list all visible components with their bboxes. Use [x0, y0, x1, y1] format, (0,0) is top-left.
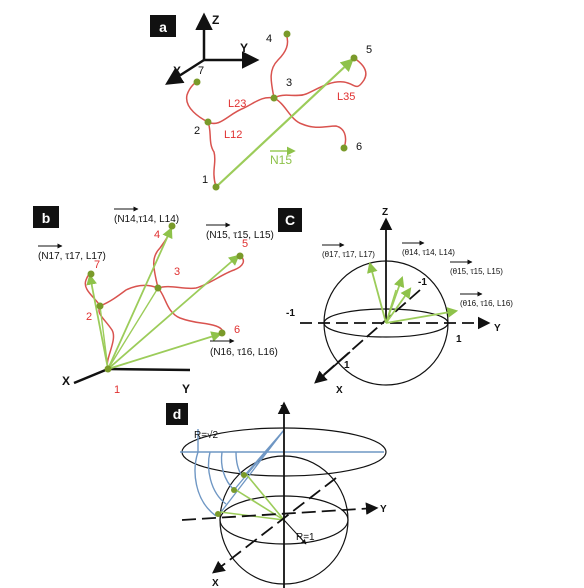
panel-c-v15-label: (θ15, τ15, L15): [450, 267, 503, 276]
panel-a-segment-l35: L35: [337, 91, 355, 103]
panel-a-x-axis: [165, 58, 205, 85]
panel-a-label-box: [150, 15, 176, 37]
panel-b-label-box: [33, 206, 59, 228]
panel-c-vector-13: [385, 289, 397, 324]
panel-c-v17-label: (θ17, τ17, L17): [322, 250, 375, 259]
panel-b-node-4: [168, 222, 176, 230]
panel-b-vector-17: [86, 273, 109, 370]
panel-b-vector-14: [107, 227, 173, 370]
panel-a-node-1-label: 1: [202, 174, 208, 186]
panel-a-node-6: [340, 144, 348, 152]
panel-c-label-box: [278, 208, 302, 232]
panel-a-vector-n15: [215, 58, 354, 188]
panel-a-label: a: [159, 19, 167, 35]
panel-b-x-axis: [73, 367, 109, 385]
panel-d-blue-arc-1: [194, 451, 217, 517]
panel-d-node-2: [231, 487, 237, 493]
panel-c-v14-label: (θ14, τ14, L14): [402, 248, 455, 257]
panel-d: d Z Y X R=√2 R=1: [166, 401, 387, 588]
panel-a-y-label: Y: [240, 41, 248, 55]
panel-c-vector-15: [385, 287, 412, 324]
panel-c-x-axis-dashed: [319, 289, 421, 379]
panel-a-z-label: Z: [212, 13, 219, 27]
panel-c-tick-pos-y: 1: [456, 334, 462, 345]
panel-d-y-label: Y: [380, 504, 387, 515]
panel-b: b X Y 1 2 3 4 5 6 7 (N14,τ14, L14): [33, 206, 278, 396]
panel-a-node-4-label: 4: [266, 33, 272, 45]
panel-a: a Z Y X N15 1 2 3 4 5 6 7 L12 L23 L35: [150, 12, 372, 191]
panel-b-node-6: [218, 329, 226, 337]
panel-b-node-5-label: 5: [242, 238, 248, 250]
panel-d-x-axis: [212, 477, 337, 574]
panel-c-tick-neg-x: -1: [286, 308, 295, 319]
panel-b-node-3-label: 3: [174, 266, 180, 278]
panel-b-node-1-label: 1: [114, 384, 120, 396]
panel-c-vector-17: [367, 261, 387, 324]
panel-a-node-4: [283, 30, 291, 38]
panel-b-node-1: [104, 365, 112, 373]
panel-b-node-2-label: 2: [86, 311, 92, 323]
panel-d-unit-radius-arrow: [283, 519, 307, 545]
panel-a-x-label: X: [173, 64, 181, 78]
panel-b-node-7-label: 7: [94, 259, 100, 271]
panel-a-segment-l12: L12: [224, 129, 242, 141]
panel-b-vector-13: [107, 287, 159, 370]
panel-d-inner-radius-label: R=1: [296, 532, 315, 543]
panel-a-node-2: [204, 118, 212, 126]
panel-a-node-6-label: 6: [356, 141, 362, 153]
panel-a-node-7-label: 7: [198, 65, 204, 77]
panel-c-x-axis: [314, 351, 351, 384]
panel-a-vector-label: N15: [270, 153, 292, 167]
panel-b-n16-label: (N16, τ16, L16): [210, 347, 278, 358]
panel-b-node-3: [154, 284, 162, 292]
panel-b-y-label: Y: [182, 382, 190, 396]
panel-d-green-vector-2: [235, 489, 285, 521]
panel-d-node-1: [215, 511, 221, 517]
panel-d-outer-radius-label: R=√2: [194, 429, 219, 441]
panel-b-vector-15: [107, 254, 240, 370]
panel-b-y-axis: [107, 367, 191, 372]
panel-a-node-1: [212, 183, 220, 191]
panel-d-blue-arc-2: [207, 451, 227, 505]
panel-a-node-5-label: 5: [366, 44, 372, 56]
panel-b-node-2: [96, 302, 104, 310]
panel-d-x-label: X: [212, 578, 219, 588]
panel-a-node-2-label: 2: [194, 125, 200, 137]
panel-c-y-label: Y: [494, 323, 501, 334]
panel-d-label-box: [166, 403, 188, 425]
panel-a-node-3-label: 3: [286, 77, 292, 89]
panel-c-z-label: Z: [382, 207, 388, 218]
panel-b-label: b: [42, 210, 51, 226]
panel-b-n15-label: (N15, τ15, L15): [206, 230, 274, 241]
panel-d-green-vector-3: [245, 473, 285, 521]
panel-b-vector-12: [99, 305, 109, 370]
panel-d-blue-arc-3: [220, 451, 235, 491]
panel-a-node-3: [270, 94, 278, 102]
panel-c-label: C: [285, 212, 295, 228]
panel-b-x-label: X: [62, 374, 70, 388]
panel-b-node-7: [87, 270, 95, 278]
panel-b-node-6-label: 6: [234, 324, 240, 336]
panel-b-n17-label: (N17, τ17, L17): [38, 251, 106, 262]
panel-c-v16-label: (θ16, τ16, L16): [460, 299, 513, 308]
panel-b-vector-16: [107, 331, 223, 370]
panel-b-n14-label: (N14,τ14, L14): [114, 214, 179, 225]
panel-c-tick-pos-x: 1: [344, 360, 350, 371]
panel-d-node-3: [241, 472, 247, 478]
panel-c-tick-neg-y: -1: [418, 277, 427, 288]
panel-d-blue-ray-4: [255, 429, 285, 467]
panel-a-node-7: [193, 78, 201, 86]
panel-b-node-5: [236, 252, 244, 260]
panel-a-node-5: [350, 54, 358, 62]
panel-d-z-label: Z: [280, 404, 286, 415]
panel-c-x-label: X: [336, 385, 343, 396]
panel-b-node-4-label: 4: [154, 229, 160, 241]
panel-c: C Z Y X -1 1 1 -1 (θ17, τ17, L17) (θ14, …: [278, 207, 513, 396]
panel-a-segment-l23: L23: [228, 98, 246, 110]
panel-d-label: d: [173, 406, 182, 422]
panel-d-y-axis: [181, 502, 379, 521]
panel-c-vector-16: [385, 307, 459, 324]
